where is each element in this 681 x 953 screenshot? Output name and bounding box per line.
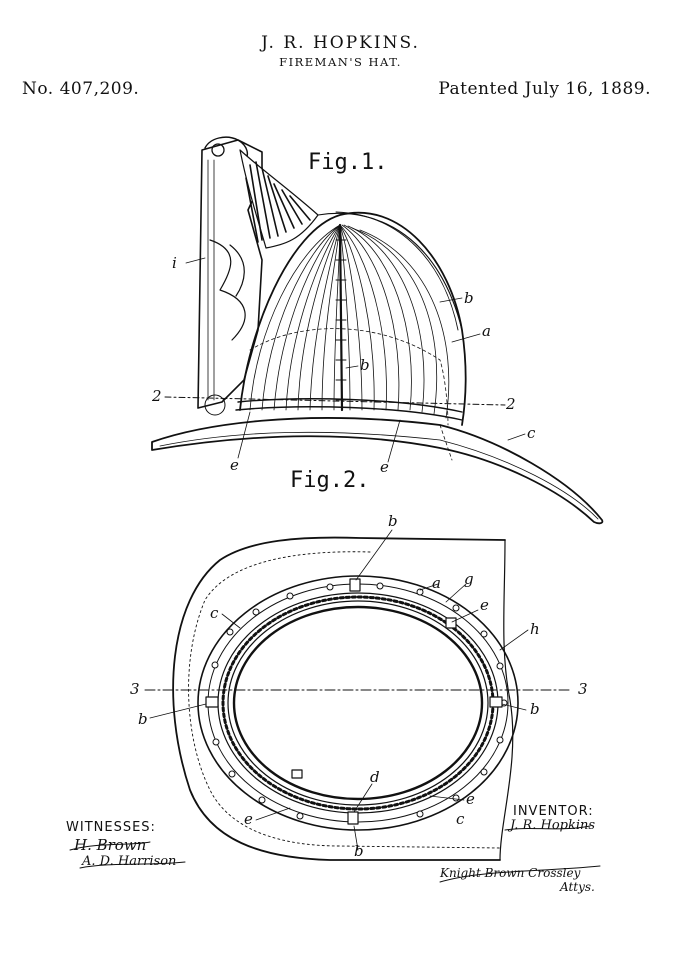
ref-a: a <box>482 322 491 340</box>
ref-b-bottom: b <box>354 842 364 860</box>
eagle-ornament <box>204 136 249 161</box>
eagle-feathers <box>245 161 311 243</box>
patent-title: FIREMAN'S HAT. <box>279 55 402 69</box>
ref-b-crown: b <box>464 289 474 307</box>
ref-b-seam: b <box>360 356 370 374</box>
ref-2-left: 2 <box>152 387 162 405</box>
ref-c-left: c <box>210 604 219 622</box>
crown-outline <box>239 211 467 426</box>
ref-e-center: e <box>380 458 389 476</box>
crown-ribs <box>249 224 450 419</box>
ref-i: i <box>172 254 177 272</box>
ref-e-left: e <box>230 456 239 474</box>
attorney-suffix: Attys. <box>560 880 595 894</box>
inventor-name: J. R. HOPKINS. <box>261 33 420 53</box>
ref-g: g <box>464 570 474 588</box>
witnesses-label: WITNESSES: <box>66 820 156 835</box>
signature-flourishes <box>69 825 601 883</box>
ref-b-left: b <box>138 710 148 728</box>
ref-c-bottom-right: c <box>456 810 465 828</box>
ref-e-bottom-right: e <box>466 790 475 808</box>
ref-e-top-right: e <box>480 596 489 614</box>
rivets <box>208 582 508 820</box>
ref-d: d <box>370 768 380 786</box>
witness-signature-1: H. Brown <box>74 836 147 854</box>
inventor-label: INVENTOR: <box>513 804 594 819</box>
ref-c-brim: c <box>527 424 536 442</box>
fig2-label: Fig.2. <box>290 468 370 493</box>
ref-e-bottom-left: e <box>244 810 253 828</box>
ref-a-fig2: a <box>432 574 441 592</box>
ref-3-right: 3 <box>578 680 588 698</box>
head-opening <box>232 605 484 801</box>
ref-b-top: b <box>388 512 398 530</box>
ref-b-right: b <box>530 700 540 718</box>
patent-date: Patented July 16, 1889. <box>438 79 651 99</box>
ref-h: h <box>530 620 540 638</box>
inventor-signature: J. R. Hopkins <box>510 818 596 833</box>
brim-outline <box>172 536 506 861</box>
fig1-label: Fig.1. <box>308 150 388 175</box>
brim <box>151 417 604 525</box>
section-line-2 <box>164 396 506 406</box>
crown-outer-ring <box>197 575 519 831</box>
patent-number: No. 407,209. <box>22 79 140 99</box>
ref-2-right: 2 <box>506 395 516 413</box>
ref-3-left: 3 <box>130 680 140 698</box>
fig1-helmet <box>151 136 604 525</box>
attorney-signature: Knight Brown Crossley <box>440 866 581 880</box>
witness-signature-2: A. D. Harrison <box>82 854 177 869</box>
fig2-plan-view <box>144 529 571 861</box>
clips <box>205 578 503 825</box>
